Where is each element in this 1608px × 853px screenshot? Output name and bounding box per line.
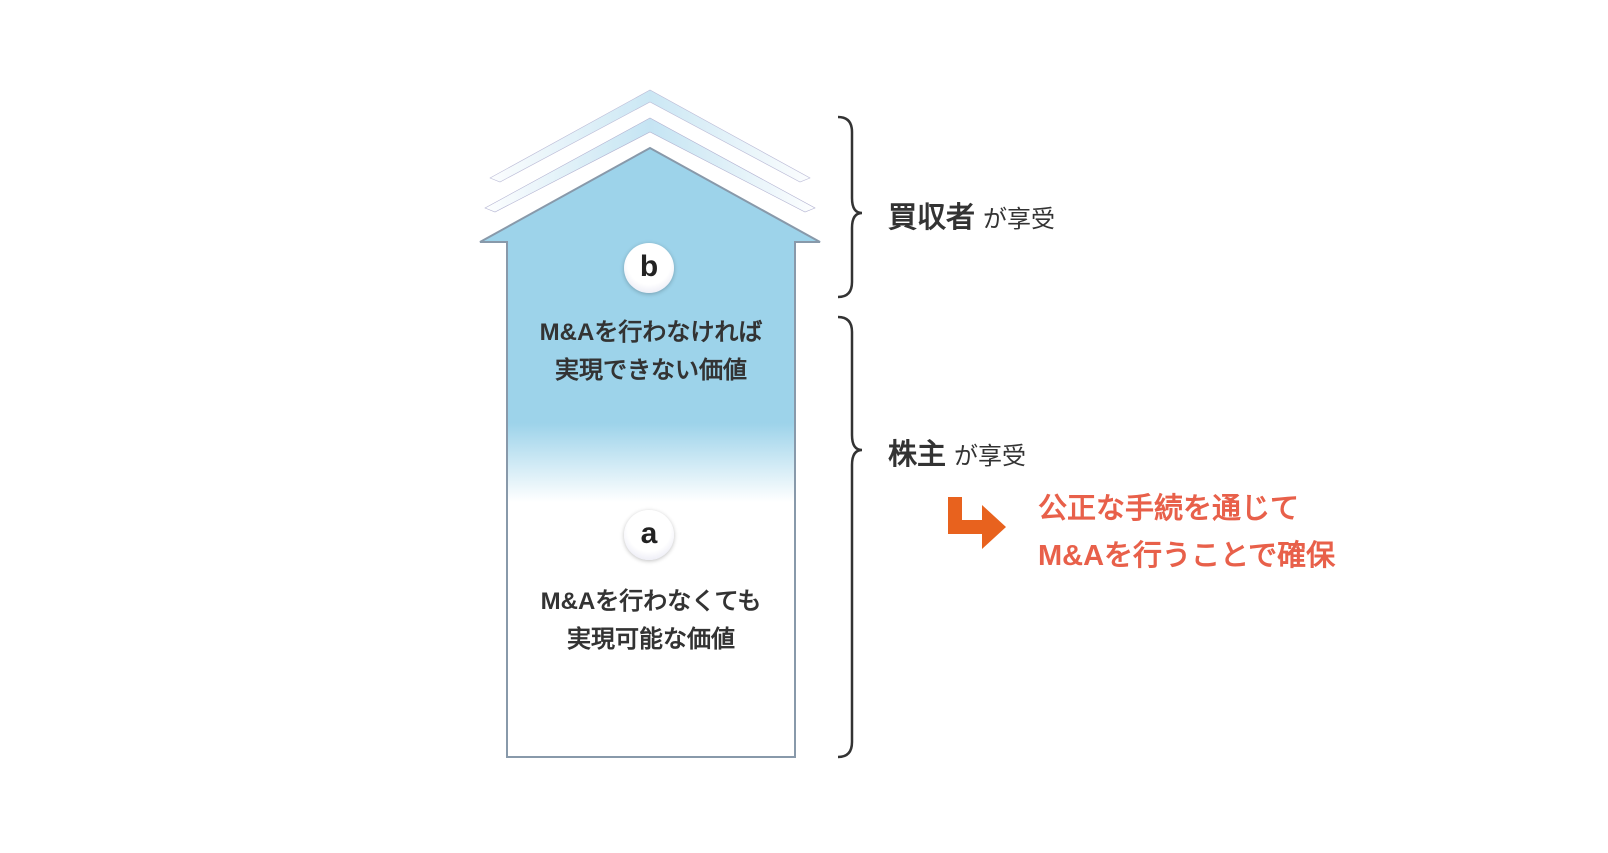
house-arrow-shape — [479, 146, 821, 758]
note-line1: 公正な手続を通じて — [1038, 493, 1300, 525]
ghost-chevron-inner — [484, 117, 816, 213]
shareholder-label: 株主が享受 — [888, 431, 1026, 473]
acquirer-strong: 買収者 — [888, 202, 976, 234]
lower-label-line1: M&Aを行わなくても — [540, 588, 762, 615]
note-line2: M&Aを行うことで確保 — [1038, 540, 1336, 572]
brace-shareholder — [837, 315, 863, 759]
ghost-chevron-outer — [489, 89, 811, 183]
acquirer-weak: が享受 — [983, 206, 1056, 233]
shareholder-weak: が享受 — [954, 443, 1027, 470]
shareholder-strong: 株主 — [888, 439, 947, 471]
badge-a: a — [624, 510, 674, 560]
brace-acquirer — [837, 115, 863, 299]
bent-arrow-icon — [948, 497, 1006, 549]
badge-b: b — [624, 243, 674, 293]
fair-procedure-note: 公正な手続を通じて M&Aを行うことで確保 — [1038, 486, 1335, 580]
upper-label-line2: 実現できない価値 — [555, 357, 747, 384]
lower-value-label: M&Aを行わなくても 実現可能な価値 — [507, 583, 795, 659]
lower-label-line2: 実現可能な価値 — [567, 626, 735, 653]
upper-label-line1: M&Aを行わなければ — [539, 319, 763, 346]
upper-value-label: M&Aを行わなければ 実現できない価値 — [507, 314, 795, 390]
acquirer-label: 買収者が享受 — [888, 194, 1055, 236]
